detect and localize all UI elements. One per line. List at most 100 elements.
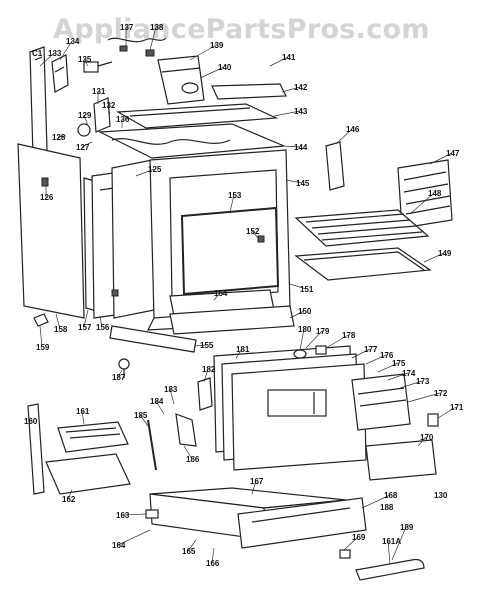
leader-line-182 [203, 368, 209, 383]
leader-line-176 [365, 354, 387, 365]
broiler-insert-161 [57, 421, 129, 453]
leader-line-184 [155, 400, 165, 415]
leader-line-162 [67, 489, 73, 500]
leader-line-165 [187, 539, 197, 552]
leader-line-183 [169, 388, 175, 405]
leader-line-167 [251, 480, 257, 495]
callout-138: 138 [150, 23, 164, 32]
callout-140: 140 [218, 63, 232, 72]
leader-line-139 [189, 44, 217, 61]
callout-165: 165 [182, 547, 196, 556]
trim-150 [169, 305, 295, 335]
callout-162: 162 [62, 495, 76, 504]
leader-line-138 [149, 26, 157, 51]
leader-line-161 [81, 410, 85, 425]
callout-184: 184 [150, 397, 164, 406]
callout-127: 127 [76, 143, 90, 152]
callout-182: 182 [202, 365, 216, 374]
callout-146: 146 [346, 125, 360, 134]
leader-line-170 [417, 436, 427, 447]
callout-186: 186 [186, 455, 200, 464]
callout-135: 135 [78, 55, 92, 64]
callout-145: 145 [296, 179, 310, 188]
latch-186 [175, 413, 197, 447]
callout-177: 177 [364, 345, 378, 354]
leader-line-132 [107, 104, 111, 115]
drawer-front-168 [237, 497, 367, 549]
oven-body [147, 149, 291, 331]
callout-160: 160 [24, 417, 38, 426]
callout-131: 131 [92, 87, 106, 96]
switch-block [83, 61, 113, 73]
callout-156: 156 [96, 323, 110, 332]
hinge-182 [197, 377, 213, 411]
leader-line-153 [229, 194, 235, 213]
leader-line-129 [83, 114, 89, 127]
callout-161A: 161A [382, 537, 401, 546]
leader-line-156 [99, 315, 103, 328]
leader-line-169 [343, 536, 359, 551]
leader-line-152 [251, 230, 259, 239]
leader-line-175 [377, 362, 399, 373]
window-glass-170 [365, 439, 437, 481]
clip-169 [339, 549, 351, 559]
side-trim-strip [29, 46, 48, 157]
callout-173: 173 [416, 377, 430, 386]
leader-line-141 [269, 56, 289, 67]
callout-128: 128 [52, 133, 66, 142]
callout-147: 147 [446, 149, 460, 158]
callout-150: 150 [298, 307, 312, 316]
callout-125: 125 [148, 165, 162, 174]
callout-148: 148 [428, 189, 442, 198]
leader-line-186 [183, 445, 193, 460]
leader-line-161A [387, 540, 391, 565]
bracket-146 [325, 141, 345, 191]
callout-139: 139 [210, 41, 224, 50]
leader-line-135 [83, 58, 89, 67]
leader-line-180 [299, 328, 305, 351]
callout-172: 172 [434, 389, 448, 398]
callout-149: 149 [438, 249, 452, 258]
callout-168: 168 [384, 491, 398, 500]
leader-line-174 [387, 372, 409, 381]
leader-line-151 [289, 283, 307, 290]
callout-126: 126 [40, 193, 54, 202]
callout-169: 169 [352, 533, 366, 542]
leader-line-133 [39, 52, 55, 67]
back-panel-147 [397, 159, 453, 229]
callout-179: 179 [316, 327, 330, 336]
rod-160 [27, 403, 45, 495]
leader-line-164 [117, 529, 151, 546]
callout-141: 141 [282, 53, 296, 62]
callout-142: 142 [294, 83, 308, 92]
gasket-clip-152 [257, 235, 265, 243]
callout-134: 134 [66, 37, 80, 46]
foot-159 [33, 313, 49, 327]
drawer-slide-163 [145, 509, 159, 519]
callout-176: 176 [380, 351, 394, 360]
callout-144: 144 [294, 143, 308, 152]
callout-157: 157 [78, 323, 92, 332]
callout-189: 189 [400, 523, 414, 532]
leader-line-189 [391, 526, 407, 561]
callout-163: 163 [116, 511, 130, 520]
broiler-pan-162 [45, 453, 131, 495]
vent-duct [157, 55, 205, 105]
leader-line-143 [273, 110, 301, 117]
callout-161: 161 [76, 407, 90, 416]
callout-170: 170 [420, 433, 434, 442]
left-bracket-131 [77, 97, 111, 137]
door-panel-172 [351, 373, 411, 431]
rod-185 [147, 419, 157, 471]
callout-164: 164 [112, 541, 126, 550]
callout-175: 175 [392, 359, 406, 368]
leader-line-168 [361, 494, 391, 509]
top-panel-143 [115, 103, 279, 129]
leader-line-171 [437, 406, 457, 419]
callout-129: 129 [78, 111, 92, 120]
callout-187: 187 [112, 373, 126, 382]
callout-171: 171 [450, 403, 464, 412]
callout-155: 155 [200, 341, 214, 350]
